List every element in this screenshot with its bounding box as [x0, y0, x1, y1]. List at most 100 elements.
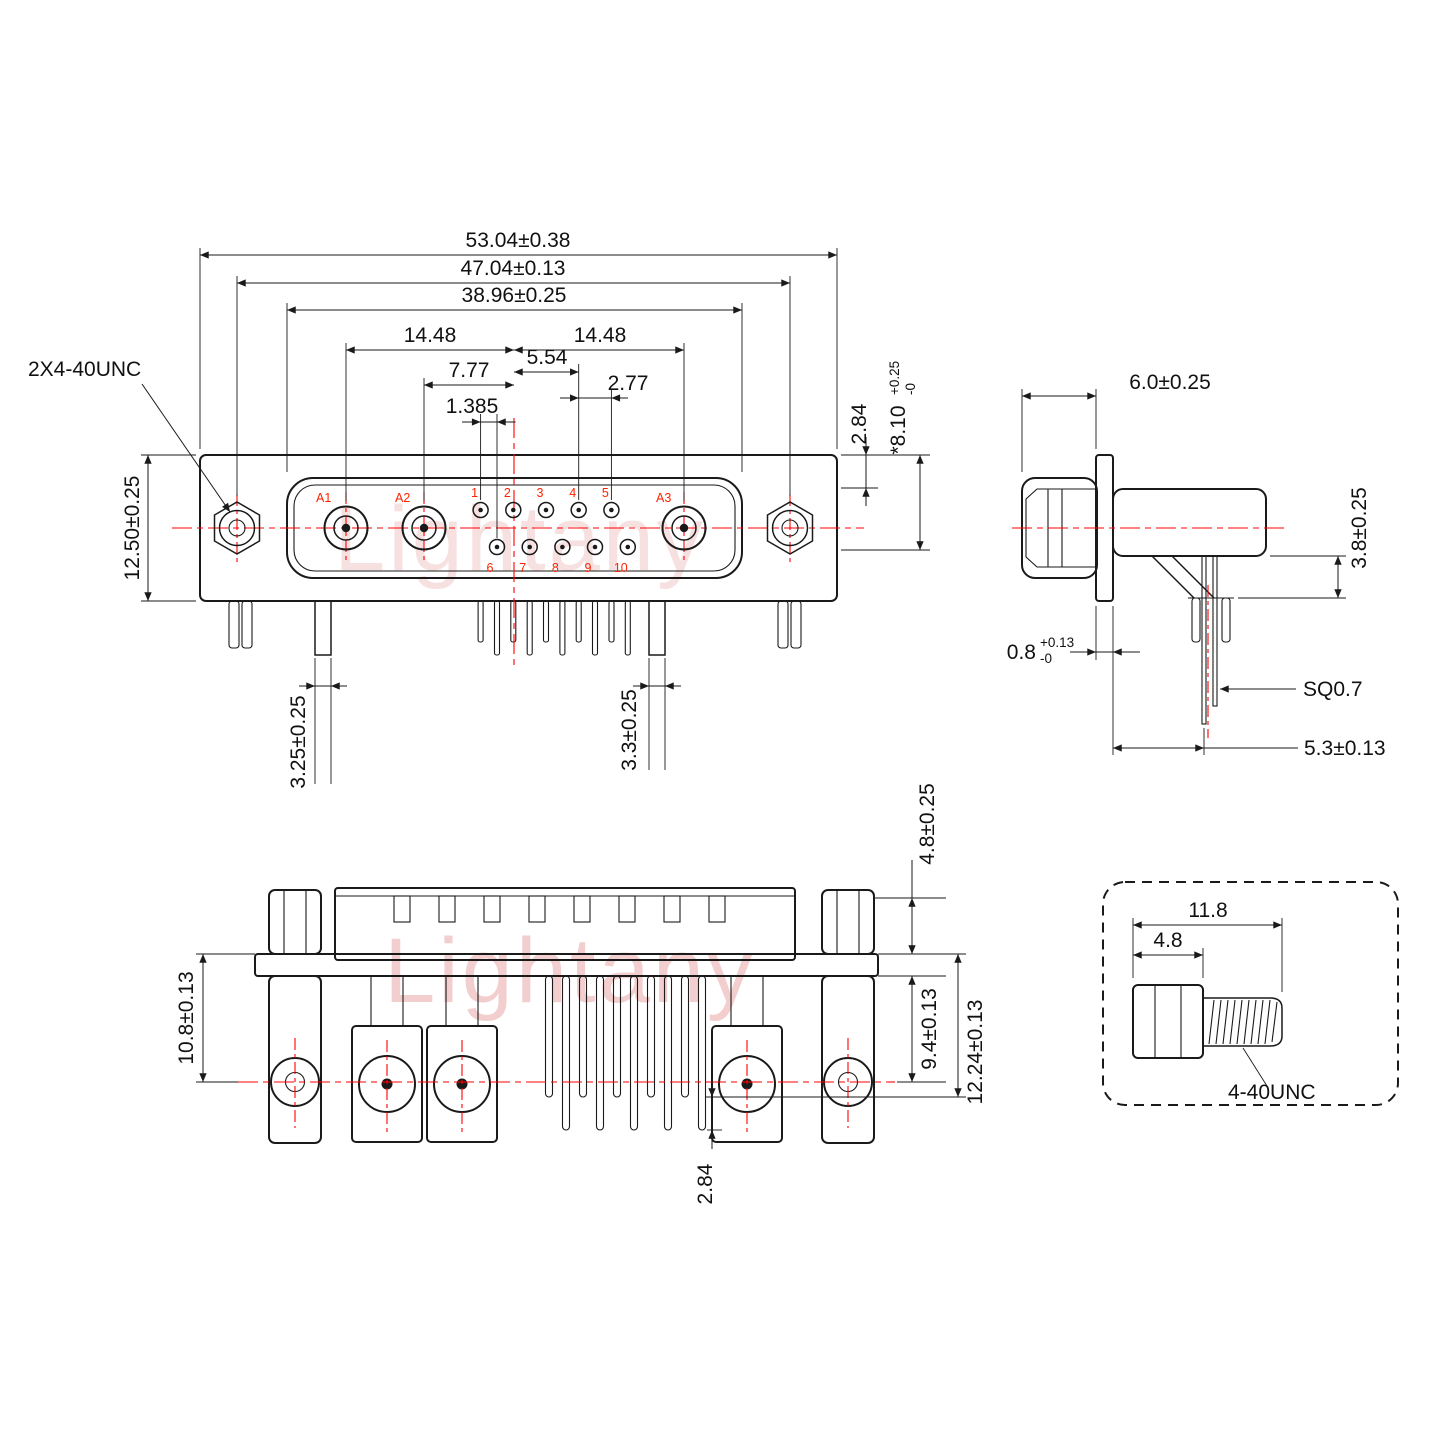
front-view: A1 A2 A3 1 2 3 4 5 6 7 8 9 10 53.04±0.38…: [28, 229, 930, 789]
nut-circle: [771, 509, 809, 547]
coax-center-pin: [341, 523, 351, 533]
coax-neck: [730, 976, 764, 1026]
dim-text: 2.77: [608, 372, 649, 395]
side-rear-body: [1112, 488, 1267, 557]
dim-overall-length: 11.8: [1132, 899, 1283, 992]
dim-center-to-a3: 14.48: [514, 324, 685, 501]
detail-border: [1102, 881, 1399, 1106]
dim-right-leg: 3.3±0.25: [618, 658, 681, 771]
coax-center-pin: [419, 523, 429, 533]
callout-thread-screw: 4-40UNC: [1228, 1047, 1316, 1104]
dim-text: 14.48: [404, 324, 457, 347]
pin-center: [560, 544, 565, 550]
pin-labels: A1 A2 A3 1 2 3 4 5 6 7 8 9 10: [316, 486, 671, 575]
pin-tail: [608, 600, 615, 643]
pin-contact-1: [472, 501, 489, 519]
contact-slot: [573, 895, 591, 923]
dim-flange-to-pin-tip: 12.24±0.13: [705, 954, 987, 1104]
dim-head-length: 4.8: [1133, 929, 1204, 978]
pin-center: [609, 507, 614, 513]
label-a1: A1: [316, 491, 331, 505]
label-pin-5: 5: [602, 486, 609, 500]
dim-overall-width: 53.04±0.38: [199, 229, 838, 449]
coax-inner-ring: [671, 515, 697, 541]
label-pin-6: 6: [487, 561, 494, 575]
dim-shell-width: 38.96±0.25: [286, 284, 743, 472]
dim-text: 6.0±0.25: [1129, 371, 1211, 394]
dim-text: 38.96±0.25: [462, 284, 567, 307]
callout-thread: 2X4-40UNC: [28, 358, 231, 513]
boardlock-prong: [228, 600, 240, 649]
dim-text: 4.8: [1153, 929, 1182, 952]
label-pin-2: 2: [504, 486, 511, 500]
dim-flange-height: 12.50±0.25: [121, 454, 196, 602]
dim-text: *8.10: [887, 405, 910, 454]
screw-hole: [228, 519, 246, 537]
screw-hole: [781, 519, 799, 537]
rear-pin: [544, 975, 554, 1098]
dim-text: 12.24±0.13: [964, 1000, 987, 1105]
dim-shell-height: *8.10 +0.25 -0: [841, 361, 930, 551]
dim-text: 3.3±0.25: [618, 689, 641, 771]
label-pin-9: 9: [585, 561, 592, 575]
rear-pin: [646, 975, 656, 1098]
dim-left-leg: 3.25±0.25: [287, 658, 347, 789]
pin-contact-4: [570, 501, 587, 519]
boardlock-right: [777, 600, 802, 649]
nut-circle: [218, 509, 256, 547]
dim-flange-thickness: 0.8 +0.13 -0: [1007, 606, 1140, 666]
boardlock-prong: [777, 600, 789, 649]
coax-outer-ring: [661, 505, 707, 551]
screw-shank: [1202, 997, 1283, 1047]
label-pin-1: 1: [471, 486, 478, 500]
pin-center: [494, 544, 500, 550]
coax-contact-a1: [323, 505, 369, 551]
contact-slot: [483, 895, 501, 923]
signal-pins: [472, 501, 637, 556]
dim-text: 7.77: [449, 359, 490, 382]
side-pin: [1201, 555, 1207, 725]
pin-tail: [493, 600, 501, 656]
dim-text: 1.385: [446, 395, 499, 418]
pin-center: [592, 544, 598, 550]
coax-contact-a2: [401, 505, 447, 551]
coax-contact-a3: [661, 505, 707, 551]
coax-square: [426, 1025, 498, 1143]
side-view: 6.0±0.25 3.8±0.25 0.8 +0.13 -0 SQ0.7 5.3…: [1007, 371, 1386, 760]
rear-signal-pins: [544, 975, 707, 1131]
side-pin: [1212, 555, 1218, 707]
screw-threads: [1208, 999, 1278, 1045]
label-a3: A3: [656, 491, 671, 505]
coax-outer-ring: [323, 505, 369, 551]
rear-pin: [697, 975, 707, 1131]
dim-a2-to-center: 7.77: [423, 359, 514, 501]
dim-text: 0.8: [1007, 641, 1036, 664]
pin-tail: [510, 600, 517, 643]
signal-pin-tails: [477, 600, 631, 656]
coax-body-a2: [426, 976, 498, 1143]
coax-outer-ring: [401, 505, 447, 551]
dim-tip-row-offset: 2.84: [694, 1078, 722, 1204]
dim-pin-pitch: 2.77: [560, 372, 648, 500]
dim-flange-to-center: 10.8±0.13: [175, 953, 255, 1083]
side-boardlock-prong: [1191, 597, 1201, 643]
boardlock-prong: [241, 600, 253, 649]
pin-contact-6: [488, 538, 506, 556]
coax-neck: [445, 976, 479, 1026]
boss-body: [268, 975, 322, 1144]
pin-tail: [477, 600, 484, 643]
screw-head-flats: [1154, 985, 1182, 1058]
dim-pin-height: 3.8±0.25: [1238, 487, 1371, 599]
dim-shell-to-flange: 4.8±0.25: [874, 783, 966, 955]
rear-pin: [595, 975, 605, 1131]
dim-a1-to-center: 14.48: [345, 324, 514, 501]
dim-text: 11.8: [1188, 899, 1227, 922]
pin-center: [625, 544, 631, 550]
dim-tol-plus: +0.25: [887, 361, 902, 395]
coax-center-pin: [679, 523, 689, 533]
callout-pin-section: SQ0.7: [1220, 678, 1363, 701]
side-bracket: [1151, 555, 1215, 599]
pin-center: [478, 507, 483, 513]
callout-text: 2X4-40UNC: [28, 358, 141, 381]
coax-inner-ring: [333, 515, 359, 541]
